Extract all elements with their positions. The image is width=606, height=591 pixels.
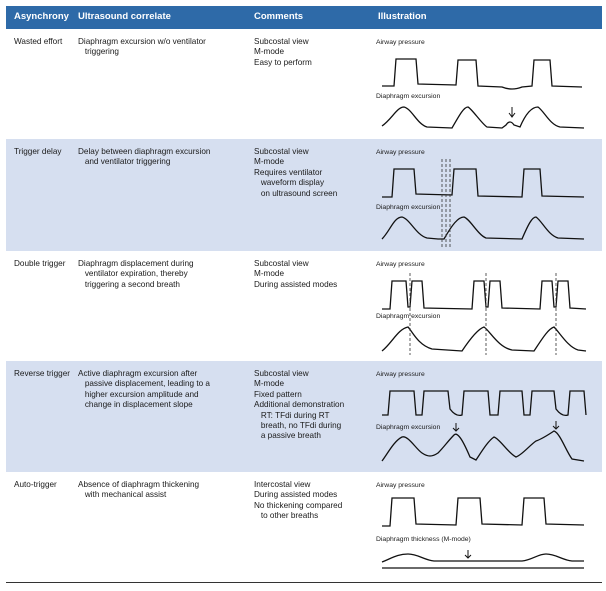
correlate-line: triggering a second breath <box>78 279 180 289</box>
header-comments: Comments <box>254 11 304 22</box>
arrow-icon <box>508 107 516 118</box>
correlate-line: triggering <box>78 47 119 57</box>
diaphragm-excursion-waveform <box>381 216 585 240</box>
comments-cell: Subcostal view M-mode Requires ventilato… <box>254 147 364 199</box>
table-row: Trigger delay Delay between diaphragm ex… <box>6 139 602 251</box>
correlate-line: Delay between diaphragm excursion <box>78 147 211 156</box>
comments-cell: Subcostal view M-mode Fixed pattern Addi… <box>254 369 364 442</box>
airway-pressure-label: Airway pressure <box>376 39 425 46</box>
comments-cell: Subcostal view M-mode Easy to perform <box>254 37 364 68</box>
correlate-line: change in displacement slope <box>78 400 193 410</box>
comment-line: Fixed pattern <box>254 389 302 399</box>
comment-line: breath, no TFdi during <box>254 421 342 431</box>
diaphragm-excursion-label: Diaphragm excursion <box>376 93 441 100</box>
table-bottom-rule <box>6 582 602 583</box>
diaphragm-excursion-waveform <box>381 106 585 129</box>
comment-line: M-mode <box>254 379 285 389</box>
table-row: Wasted effort Diaphragm excursion w/o ve… <box>6 29 602 139</box>
comment-line: RT: TFdi during RT <box>254 410 330 420</box>
comment-line: on ultrasound screen <box>254 188 338 198</box>
correlate-line: Diaphragm displacement during <box>78 259 194 268</box>
comment-line: Easy to perform <box>254 57 312 67</box>
correlate-cell: Diaphragm excursion w/o ventilator trigg… <box>78 37 248 58</box>
delay-marker <box>441 159 451 247</box>
airway-pressure-label: Airway pressure <box>376 149 425 156</box>
table-row: Double trigger Diaphragm displacement du… <box>6 251 602 361</box>
comments-cell: Subcostal view M-mode During assisted mo… <box>254 259 364 290</box>
correlate-line: Active diaphragm excursion after <box>78 369 198 378</box>
arrow-icon <box>464 550 472 559</box>
correlate-line: Absence of diaphragm thickening <box>78 480 200 489</box>
asynchrony-cell: Trigger delay <box>14 147 62 156</box>
table-row: Auto-trigger Absence of diaphragm thicke… <box>6 472 602 582</box>
comment-line: M-mode <box>254 47 285 57</box>
asynchrony-cell: Double trigger <box>14 259 66 268</box>
airway-pressure-label: Airway pressure <box>376 482 425 489</box>
diaphragm-excursion-waveform <box>381 326 587 352</box>
airway-pressure-waveform <box>382 497 585 527</box>
header-illustration: Illustration <box>378 11 427 22</box>
comment-line: M-mode <box>254 269 285 279</box>
correlate-line: passive displacement, leading to a <box>78 379 210 389</box>
table-row: Reverse trigger Active diaphragm excursi… <box>6 361 602 472</box>
diaphragm-thickness-upper <box>381 553 584 563</box>
diaphragm-excursion-waveform <box>381 430 585 462</box>
comment-line: waveform display <box>254 178 325 188</box>
arrow-icon <box>552 421 560 430</box>
waveform-illustration <box>381 273 587 355</box>
airway-pressure-label: Airway pressure <box>376 371 425 378</box>
comment-line: Subcostal view <box>254 369 309 378</box>
correlate-cell: Diaphragm displacement during ventilator… <box>78 259 248 290</box>
correlate-line: Diaphragm excursion w/o ventilator <box>78 37 206 46</box>
header-ultrasound-correlate: Ultrasound correlate <box>78 11 171 22</box>
double-trigger-marker <box>409 273 557 355</box>
asynchrony-cell: Reverse trigger <box>14 369 70 378</box>
comments-cell: Intercostal view During assisted modes N… <box>254 480 364 522</box>
comment-line: Subcostal view <box>254 147 309 156</box>
comment-line: to other breaths <box>254 511 319 521</box>
table-header: Asynchrony Ultrasound correlate Comments… <box>6 6 602 29</box>
waveform-illustration <box>381 497 585 569</box>
header-asynchrony: Asynchrony <box>14 11 69 22</box>
comment-line: Subcostal view <box>254 37 309 46</box>
airway-pressure-waveform <box>382 280 587 310</box>
correlate-cell: Absence of diaphragm thickening with mec… <box>78 480 248 501</box>
diaphragm-thickness-label: Diaphragm thickness (M-mode) <box>376 536 471 543</box>
arrow-icon <box>452 423 460 432</box>
correlate-line: ventilator expiration, thereby <box>78 269 188 279</box>
comment-line: No thickening compared <box>254 500 343 510</box>
comment-line: a passive breath <box>254 431 321 441</box>
asynchrony-cell: Auto-trigger <box>14 480 57 489</box>
comment-line: M-mode <box>254 157 285 167</box>
diaphragm-excursion-label: Diaphragm excursion <box>376 424 441 431</box>
correlate-cell: Active diaphragm excursion after passive… <box>78 369 248 411</box>
comment-line: Additional demonstration <box>254 400 345 410</box>
waveform-illustration <box>381 58 585 129</box>
comment-line: During assisted modes <box>254 279 338 289</box>
airway-pressure-label: Airway pressure <box>376 261 425 268</box>
airway-pressure-waveform <box>382 58 583 90</box>
correlate-cell: Delay between diaphragm excursion and ve… <box>78 147 248 168</box>
correlate-line: higher excursion amplitude and <box>78 389 199 399</box>
comment-line: Intercostal view <box>254 480 311 489</box>
waveform-illustration <box>381 159 585 247</box>
airway-pressure-waveform <box>382 168 585 198</box>
correlate-line: and ventilator triggering <box>78 157 171 167</box>
comment-line: Requires ventilator <box>254 167 323 177</box>
asynchrony-cell: Wasted effort <box>14 37 63 46</box>
diaphragm-excursion-label: Diaphragm excursion <box>376 204 441 211</box>
waveform-illustration <box>381 390 587 462</box>
comment-line: During assisted modes <box>254 490 338 500</box>
diaphragm-excursion-label: Diaphragm excursion <box>376 313 441 320</box>
correlate-line: with mechanical assist <box>78 490 167 500</box>
comment-line: Subcostal view <box>254 259 309 268</box>
airway-pressure-waveform <box>382 390 587 417</box>
